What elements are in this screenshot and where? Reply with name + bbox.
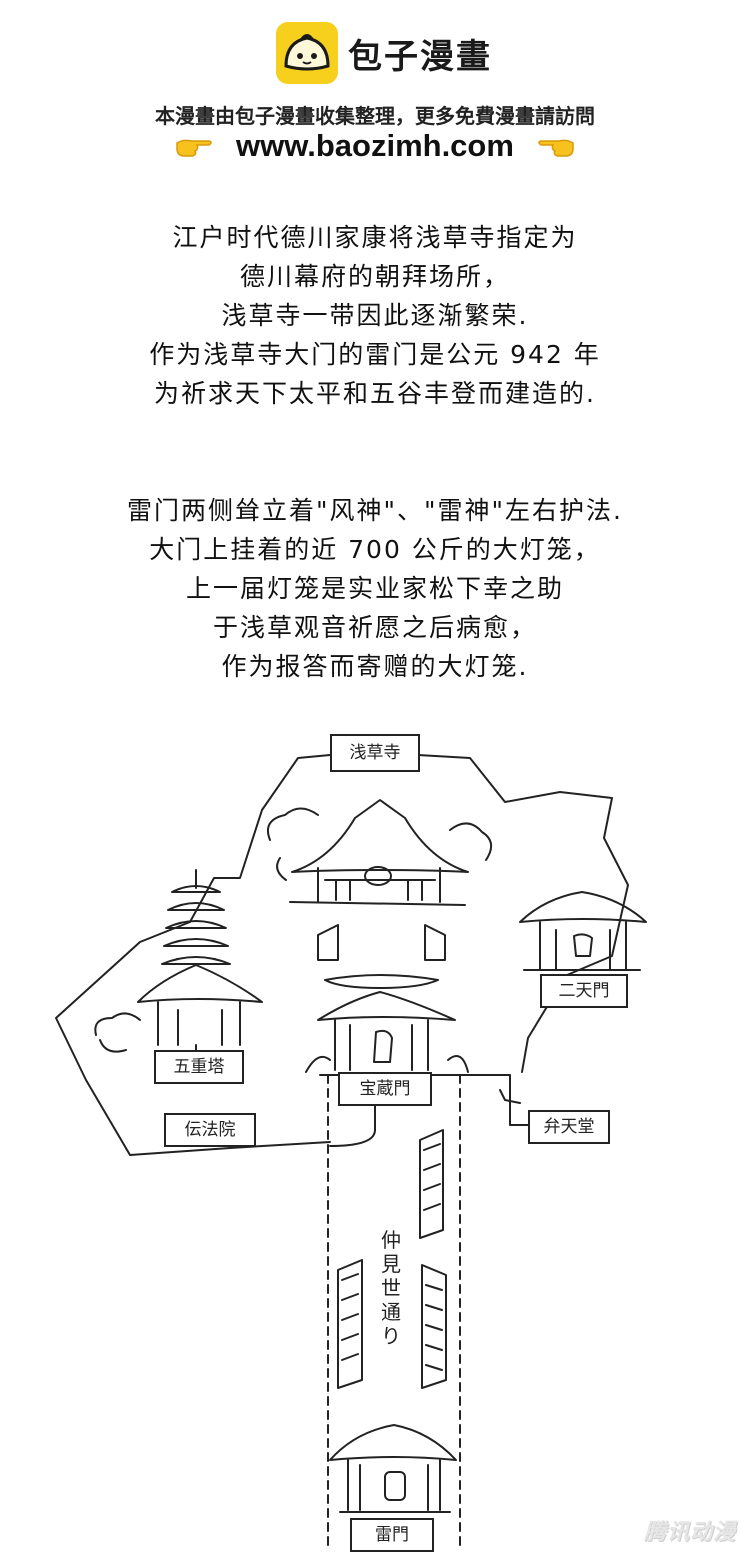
hozomon-drawing <box>305 924 469 1073</box>
street-label-nakamise: 仲 見 世 通 り <box>375 1228 407 1348</box>
gate-paragraph: 雷门两侧耸立着"风神"、"雷神"左右护法. 大门上挂着的近 700 公斤的大灯笼… <box>0 491 750 686</box>
brand-logo[interactable]: 包子漫畫 <box>276 22 492 84</box>
pointing-hand-left-icon <box>535 135 575 161</box>
brand-title: 包子漫畫 <box>348 36 492 77</box>
header: 包子漫畫 本漫畫由包子漫畫收集整理，更多免費漫畫請訪問 www.baozimh.… <box>0 0 750 190</box>
url-row: www.baozimh.com <box>0 128 750 164</box>
baozi-logo-icon <box>276 22 338 84</box>
pointing-hand-right-icon <box>175 135 215 161</box>
label-denboin: 伝法院 <box>164 1113 256 1147</box>
kaminarimon-drawing <box>329 1424 457 1513</box>
intro-paragraph: 江户时代德川家康将浅草寺指定为 德川幕府的朝拜场所， 浅草寺一带因此逐渐繁荣. … <box>0 218 750 413</box>
site-url-link[interactable]: www.baozimh.com <box>236 128 514 163</box>
street-char: 仲 <box>381 1228 401 1252</box>
text-line: 大门上挂着的近 700 公斤的大灯笼， <box>149 535 601 564</box>
label-hozomon: 宝蔵門 <box>338 1072 432 1106</box>
tagline: 本漫畫由包子漫畫收集整理，更多免費漫畫請訪問 <box>155 104 595 128</box>
text-line: 于浅草观音祈愿之后病愈， <box>212 613 537 642</box>
pagoda-drawing <box>94 869 263 1053</box>
text-line: 上一届灯笼是实业家松下幸之助 <box>185 574 564 603</box>
label-nitenmon: 二天門 <box>540 974 628 1008</box>
text-line: 德川幕府的朝拜场所， <box>239 262 510 291</box>
label-sensoji: 浅草寺 <box>330 734 420 772</box>
watermark: 腾讯动漫 <box>643 1520 736 1545</box>
street-char: 世 <box>381 1276 401 1300</box>
map-drawing <box>55 754 647 1546</box>
text-line: 为祈求天下太平和五谷丰登而建造的. <box>154 379 596 408</box>
street-char: り <box>381 1324 401 1348</box>
nitenmon-drawing <box>519 891 647 971</box>
text-line: 作为报答而寄赠的大灯笼. <box>221 652 529 681</box>
street-char: 見 <box>381 1252 401 1276</box>
label-bentendo: 弁天堂 <box>528 1110 610 1144</box>
sensoji-map: 浅草寺 二天門 五重塔 宝蔵門 伝法院 弁天堂 雷門 仲 見 世 通 り <box>0 720 750 1554</box>
street-char: 通 <box>381 1300 401 1324</box>
text-line: 浅草寺一带因此逐渐繁荣. <box>221 301 529 330</box>
text-line: 江户时代德川家康将浅草寺指定为 <box>172 223 578 252</box>
label-kaminarimon: 雷門 <box>350 1518 434 1552</box>
text-line: 雷门两侧耸立着"风神"、"雷神"左右护法. <box>127 496 623 525</box>
label-gojunoto: 五重塔 <box>154 1050 244 1084</box>
main-hall-drawing <box>266 799 493 906</box>
text-line: 作为浅草寺大门的雷门是公元 942 年 <box>149 340 601 369</box>
